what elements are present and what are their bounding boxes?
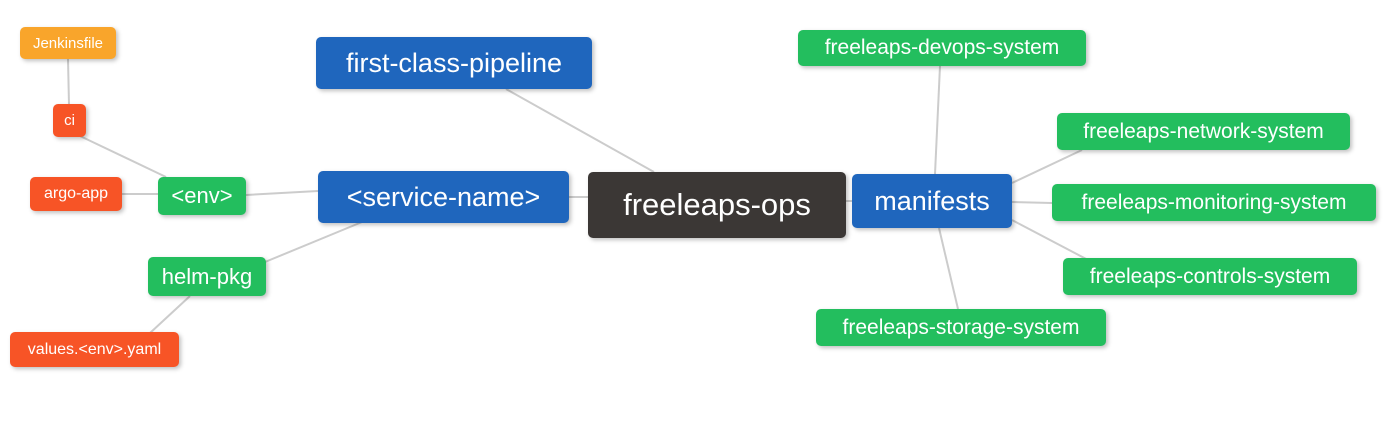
node-first-class-pipeline[interactable]: first-class-pipeline [316, 37, 592, 89]
node-freeleaps-ops[interactable]: freeleaps-ops [588, 172, 846, 238]
edge-manifests-to-freeleaps-devops-system [934, 65, 941, 175]
node-values-env-yaml[interactable]: values.<env>.yaml [10, 332, 179, 367]
node-env[interactable]: <env> [158, 177, 246, 215]
edge-jenkinsfile-to-ci [67, 58, 70, 106]
edge-ci-to-env [79, 135, 167, 178]
edge-values-env-yaml-to-helm-pkg [149, 295, 191, 334]
node-helm-pkg[interactable]: helm-pkg [148, 257, 266, 296]
edge-first-class-pipeline-to-freeleaps-ops [505, 88, 655, 173]
node-freeleaps-devops-system[interactable]: freeleaps-devops-system [798, 30, 1086, 66]
node-manifests[interactable]: manifests [852, 174, 1012, 228]
edge-manifests-to-freeleaps-network-system [1011, 149, 1083, 184]
node-argo-app[interactable]: argo-app [30, 177, 122, 211]
node-freeleaps-monitoring-system[interactable]: freeleaps-monitoring-system [1052, 184, 1376, 221]
edge-manifests-to-freeleaps-storage-system [938, 227, 959, 310]
edge-helm-pkg-to-service-name [264, 221, 363, 263]
edge-manifests-to-freeleaps-monitoring-system [1011, 201, 1053, 204]
node-freeleaps-storage-system[interactable]: freeleaps-storage-system [816, 309, 1106, 346]
node-service-name[interactable]: <service-name> [318, 171, 569, 223]
node-freeleaps-network-system[interactable]: freeleaps-network-system [1057, 113, 1350, 150]
node-ci[interactable]: ci [53, 104, 86, 137]
node-freeleaps-controls-system[interactable]: freeleaps-controls-system [1063, 258, 1357, 295]
edge-manifests-to-freeleaps-controls-system [1011, 219, 1091, 262]
edge-env-to-service-name [245, 190, 319, 196]
node-jenkinsfile[interactable]: Jenkinsfile [20, 27, 116, 59]
